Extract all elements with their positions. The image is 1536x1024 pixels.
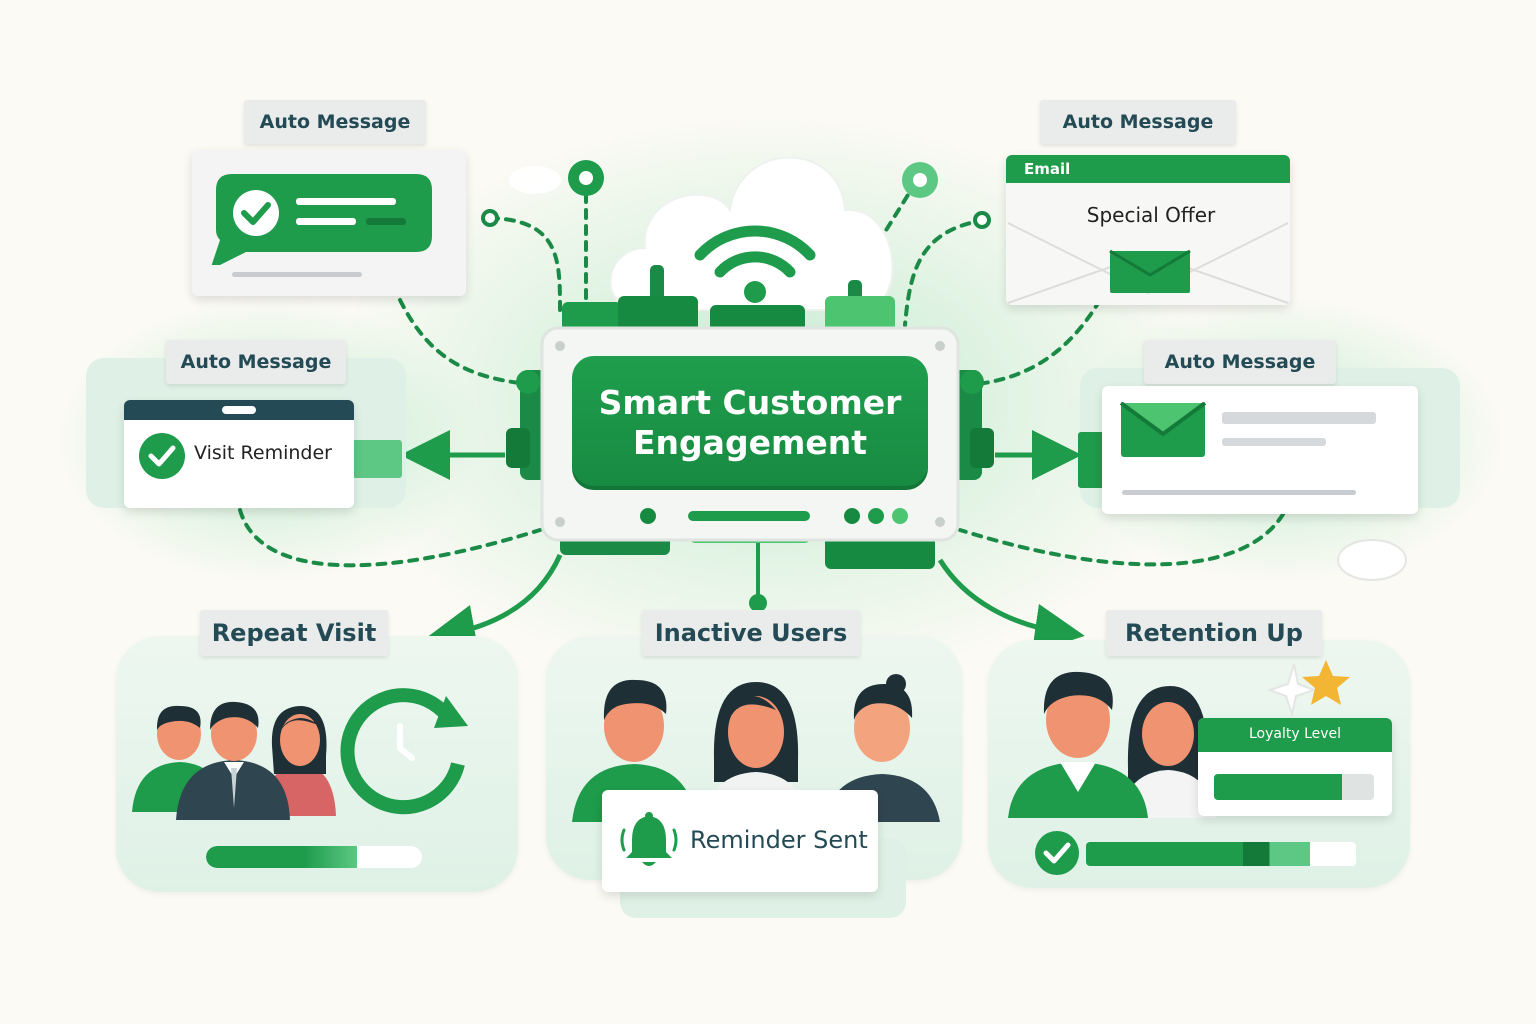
visit-reminder-card: Visit Reminder — [124, 400, 354, 508]
people-group-icon — [132, 701, 336, 820]
top-right-tag: Auto Message — [1040, 100, 1236, 144]
email-subject: Special Offer — [1086, 203, 1216, 227]
hub-title-line2: Engagement — [633, 423, 867, 462]
loyalty-card: Loyalty Level — [1198, 718, 1392, 816]
chat-caption-line — [232, 272, 362, 277]
star-icon — [1267, 660, 1350, 716]
mid-left-side-tab — [352, 440, 402, 478]
reminder-sent-text: Reminder Sent — [690, 826, 868, 854]
hub-title-line1: Smart Customer — [598, 383, 902, 422]
inactive-users-title: Inactive Users — [642, 610, 860, 656]
retention-title: Retention Up — [1106, 610, 1322, 656]
wifi-icon — [694, 225, 816, 303]
loyalty-progress-fill — [1214, 774, 1342, 800]
visit-reminder-text: Visit Reminder — [194, 442, 332, 464]
visit-reminder-header-pill — [222, 406, 256, 414]
email-header-label: Email — [1024, 160, 1071, 178]
check-icon — [1035, 831, 1079, 875]
top-left-tag: Auto Message — [244, 100, 426, 144]
mid-right-message-card — [1102, 386, 1418, 514]
bell-icon — [620, 812, 678, 866]
repeat-visit-progress-fill — [206, 846, 358, 868]
repeat-visit-progress-track — [206, 846, 422, 868]
email-header-bar — [1006, 155, 1290, 183]
envelope-icon — [1120, 402, 1206, 457]
message-line-2 — [1222, 438, 1326, 446]
email-card: Email Special Offer — [1006, 155, 1290, 305]
top-left-chat-card — [192, 150, 466, 296]
retention-progress-track — [1086, 842, 1356, 866]
envelope-icon — [1007, 222, 1289, 304]
message-line-1 — [1222, 412, 1376, 424]
refresh-clock-icon — [340, 688, 468, 815]
loyalty-progress-track — [1214, 774, 1374, 800]
mid-left-tag: Auto Message — [166, 340, 346, 384]
reminder-sent-card: Reminder Sent — [602, 790, 878, 892]
loyalty-header — [1198, 718, 1392, 752]
hub-title: Smart Customer Engagement — [572, 356, 928, 490]
retention-progress-fill — [1086, 842, 1311, 866]
repeat-visit-title: Repeat Visit — [200, 610, 388, 656]
check-icon — [139, 433, 185, 479]
message-line-3 — [1122, 490, 1356, 495]
chat-bubble-icon — [211, 174, 432, 265]
retention-people-icon — [1008, 671, 1216, 818]
mid-right-tag: Auto Message — [1144, 340, 1336, 384]
loyalty-label: Loyalty Level — [1248, 726, 1342, 742]
